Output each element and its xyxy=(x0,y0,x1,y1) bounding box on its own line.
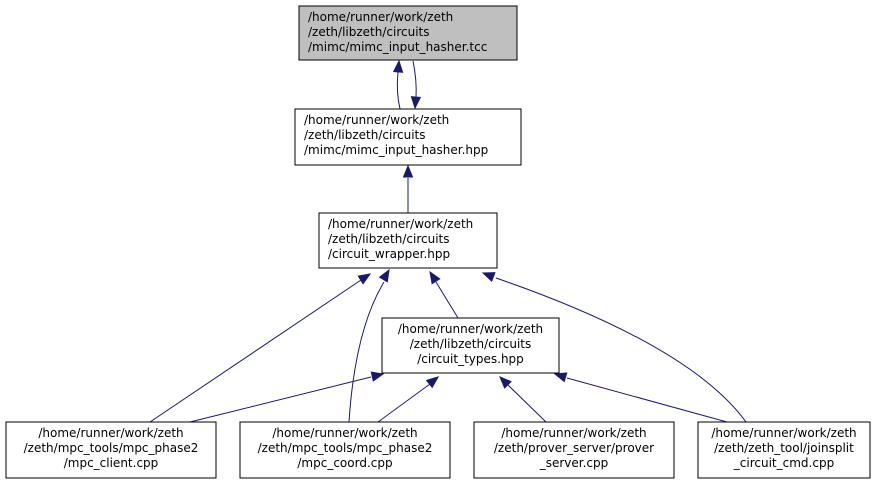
nodes-layer: /home/runner/work/zeth/zeth/libzeth/circ… xyxy=(5,5,871,479)
node-label-line: /mimc/mimc_input_hasher.hpp xyxy=(304,143,488,157)
file-box[interactable] xyxy=(239,421,451,479)
edge-n6-to-n3 xyxy=(348,268,390,423)
arrowhead xyxy=(499,376,512,389)
edge-n4-to-n3 xyxy=(429,270,459,319)
edge-n2-to-n1 xyxy=(392,59,404,110)
node-label-line: /mpc_coord.cpp xyxy=(297,456,392,470)
node-label-line: /home/runner/work/zeth xyxy=(398,322,543,336)
edge-n7-to-n4 xyxy=(499,376,547,423)
graph-node-n5[interactable]: /home/runner/work/zeth/zeth/mpc_tools/mp… xyxy=(5,421,217,479)
node-label-line: /zeth/libzeth/circuits xyxy=(304,128,426,142)
edge-line xyxy=(149,279,362,423)
edge-n8-to-n3 xyxy=(481,272,747,423)
node-label-line: /home/runner/work/zeth xyxy=(328,217,473,231)
file-box[interactable] xyxy=(5,421,217,479)
file-box[interactable] xyxy=(473,421,675,479)
node-label-line: /zeth/libzeth/circuits xyxy=(410,337,532,351)
node-label-line: /zeth/libzeth/circuits xyxy=(308,25,430,39)
graph-node-n2[interactable]: /home/runner/work/zeth/zeth/libzeth/circ… xyxy=(294,108,522,166)
file-box[interactable] xyxy=(697,421,871,479)
graph-node-n3[interactable]: /home/runner/work/zeth/zeth/libzeth/circ… xyxy=(318,212,498,269)
node-label-line: /mimc/mimc_input_hasher.tcc xyxy=(308,40,487,54)
file-box[interactable] xyxy=(294,108,522,166)
node-label-line: /home/runner/work/zeth xyxy=(272,426,417,440)
graph-node-n1: /home/runner/work/zeth/zeth/libzeth/circ… xyxy=(298,5,518,61)
node-label-line: _server.cpp xyxy=(539,456,609,470)
edge-n3-to-n2 xyxy=(402,164,414,213)
graph-node-n6[interactable]: /home/runner/work/zeth/zeth/mpc_tools/mp… xyxy=(239,421,451,479)
edge-n8-to-n4 xyxy=(553,372,728,423)
edge-line xyxy=(435,281,459,319)
graph-node-n4[interactable]: /home/runner/work/zeth/zeth/libzeth/circ… xyxy=(381,317,560,374)
edge-n5-to-n3 xyxy=(149,273,372,423)
edge-n1-to-n2 xyxy=(410,60,422,110)
node-label-line: /zeth/mpc_tools/mpc_phase2 xyxy=(24,441,199,455)
edge-line xyxy=(566,377,728,423)
arrowhead xyxy=(402,164,414,178)
edge-line xyxy=(189,376,372,423)
edge-n6-to-n4 xyxy=(377,376,440,423)
edge-line xyxy=(412,60,417,99)
node-label-line: /mpc_client.cpp xyxy=(64,456,159,470)
edge-line xyxy=(507,384,547,423)
current-file-box xyxy=(298,5,518,61)
edges-layer xyxy=(149,59,747,423)
node-label-line: /zeth/zeth_tool/joinsplit xyxy=(714,441,854,455)
arrowhead xyxy=(410,96,422,110)
arrowhead xyxy=(378,268,390,283)
file-box[interactable] xyxy=(318,212,498,269)
arrowhead xyxy=(553,372,568,383)
node-label-line: /circuit_wrapper.hpp xyxy=(328,247,450,261)
node-label-line: /home/runner/work/zeth xyxy=(711,426,856,440)
arrowhead xyxy=(392,59,404,73)
node-label-line: /home/runner/work/zeth xyxy=(38,426,183,440)
node-label-line: /zeth/mpc_tools/mpc_phase2 xyxy=(258,441,433,455)
arrowhead xyxy=(357,273,372,285)
arrowhead xyxy=(481,272,496,282)
edge-n5-to-n4 xyxy=(189,371,385,423)
edge-line xyxy=(348,281,385,423)
node-label-line: _circuit_cmd.cpp xyxy=(733,456,834,470)
graph-node-n8[interactable]: /home/runner/work/zeth/zeth/zeth_tool/jo… xyxy=(697,421,871,479)
node-label-line: /home/runner/work/zeth xyxy=(501,426,646,440)
edge-line xyxy=(396,71,401,110)
graph-node-n7[interactable]: /home/runner/work/zeth/zeth/prover_serve… xyxy=(473,421,675,479)
file-box[interactable] xyxy=(381,317,560,374)
arrowhead xyxy=(370,371,385,382)
node-label-line: /zeth/prover_server/prover xyxy=(494,441,654,455)
edge-line xyxy=(495,277,747,423)
arrowhead xyxy=(429,270,441,285)
edge-line xyxy=(377,383,431,423)
node-label-line: /home/runner/work/zeth xyxy=(308,10,453,24)
node-label-line: /circuit_types.hpp xyxy=(417,352,524,366)
node-label-line: /zeth/libzeth/circuits xyxy=(328,232,450,246)
node-label-line: /home/runner/work/zeth xyxy=(304,113,449,127)
arrowhead xyxy=(425,376,440,389)
